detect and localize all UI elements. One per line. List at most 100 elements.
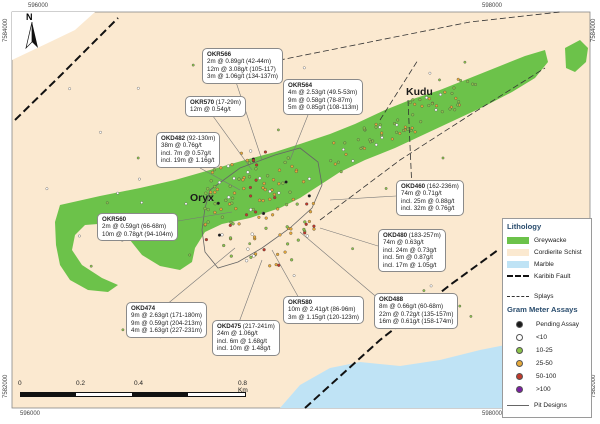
callout-okd460: OKD460 (162-236m) 74m @ 0.71g/t incl. 25… <box>396 180 464 216</box>
drill-collar <box>264 226 268 230</box>
drill-collar <box>249 149 253 153</box>
drill-collar <box>448 107 452 111</box>
drill-collar <box>341 148 345 151</box>
legend-label: 50-100 <box>536 372 557 380</box>
legend-label: <10 <box>536 333 548 341</box>
callout-okd475: OKD475 (217-241m) 24m @ 1.06g/t incl. 6m… <box>212 320 280 356</box>
drill-collar <box>212 168 216 172</box>
drill-collar <box>419 120 423 124</box>
callout-line: 10m @ 2.41g/t (86-96m) <box>288 306 356 314</box>
callout-title: OKR570 <box>190 99 215 106</box>
drill-collar <box>398 131 402 135</box>
north-arrow-icon <box>25 22 38 50</box>
drill-collar <box>411 113 415 117</box>
greywacke-swatch <box>507 236 529 244</box>
drill-collar <box>395 130 399 134</box>
drill-collar <box>439 93 442 97</box>
drill-collar <box>408 100 412 104</box>
drill-collar <box>245 259 249 263</box>
drill-collar <box>443 90 447 94</box>
callout-okd474: OKD474 9m @ 2.63g/t (171-180m) 9m @ 0.59… <box>126 302 207 338</box>
drill-collar <box>459 79 463 82</box>
drill-collar <box>277 191 281 195</box>
drill-collar <box>312 227 316 231</box>
drill-collar <box>263 188 267 192</box>
callout-line: 9m @ 0.59g/t (204-213m) <box>131 319 202 327</box>
drill-collar <box>286 242 290 246</box>
drill-collar <box>343 141 347 145</box>
drill-collar <box>285 203 289 207</box>
drill-collar <box>213 202 217 206</box>
callout-line: 5m @ 0.85g/t (108-113m) <box>288 104 359 112</box>
splay-3 <box>407 99 413 191</box>
drill-collar <box>413 130 417 134</box>
drill-collar <box>288 190 292 194</box>
drill-collar <box>246 247 250 251</box>
drill-collar <box>295 202 299 206</box>
coord-bottom-right: 598000 <box>482 411 503 417</box>
drill-collar <box>351 247 354 251</box>
drill-collar <box>286 156 290 160</box>
callout-line: 2m @ 0.89g/t (42-44m) <box>207 58 272 66</box>
splay-swatch <box>507 295 529 297</box>
drill-collar <box>234 207 238 211</box>
drill-collar <box>368 138 372 142</box>
drill-collar <box>393 122 397 125</box>
legend-splays: Splays <box>507 291 554 301</box>
drill-collar <box>302 180 306 184</box>
callout-leader <box>319 227 379 247</box>
drill-collar <box>362 126 366 130</box>
drill-collar <box>231 196 235 200</box>
drill-collar <box>219 207 223 211</box>
north-label: N <box>26 12 33 22</box>
drill-collar <box>246 170 250 174</box>
callout-line: incl. 10m @ 1.48g/t <box>217 345 271 353</box>
legend-label: Greywacke <box>534 236 567 244</box>
unmapped-area-top-left <box>12 12 95 60</box>
callout-interval: (92-130m) <box>185 135 216 142</box>
drill-collar <box>184 202 188 206</box>
drill-collar <box>272 192 276 197</box>
drill-collar <box>213 185 217 189</box>
callout-okd488: OKD488 8m @ 0.66g/t (60-68m) 22m @ 0.72g… <box>374 293 459 329</box>
scale-bar: 0 0.2 0.4 0.8 Km <box>16 380 256 402</box>
drill-collar <box>307 177 311 181</box>
callout-line: 22m @ 0.72g/t (135-157m) <box>379 310 454 318</box>
callout-title: OKR560 <box>102 216 127 223</box>
drill-collar <box>254 252 258 256</box>
drill-collar <box>336 160 340 164</box>
drill-collar <box>99 130 102 134</box>
legend-assays-title: Gram Meter Assays <box>507 305 578 314</box>
drill-collar <box>231 222 235 226</box>
legend-greywacke: Greywacke <box>507 235 567 245</box>
callout-interval: (162-236m) <box>425 183 459 190</box>
drill-collar <box>244 213 249 217</box>
drill-collar <box>210 170 215 174</box>
drill-collar <box>290 164 294 168</box>
callout-line: 24m @ 1.06g/t <box>217 330 258 338</box>
drill-collar <box>268 264 272 268</box>
zone-label-oryx: Oryx <box>190 192 214 204</box>
drill-collar <box>227 195 231 199</box>
drill-collar <box>457 100 461 104</box>
drill-collar <box>277 128 280 132</box>
drill-collar <box>453 108 457 112</box>
callout-okd482: OKD482 (92-130m) 38m @ 0.76g/t incl. 7m … <box>156 132 221 168</box>
legend-label: Karibib Fault <box>534 272 571 280</box>
drill-collar <box>418 98 422 102</box>
drill-collar <box>305 234 309 238</box>
drill-collar <box>262 248 266 252</box>
drill-collar <box>427 104 431 107</box>
legend-label: Cordierite Schist <box>534 248 582 256</box>
callout-interval: (17-29m) <box>214 99 241 106</box>
drill-collar <box>191 63 195 67</box>
legend-50-100: 50-100 <box>507 371 556 381</box>
drill-collar <box>395 123 399 127</box>
drill-collar <box>474 83 477 86</box>
callout-okr560: OKR560 2m @ 0.59g/t (66-68m) 10m @ 0.78g… <box>97 213 178 242</box>
drill-collar <box>329 159 333 163</box>
drill-collar <box>285 225 289 229</box>
callout-title: OKR580 <box>288 299 313 306</box>
drill-collar <box>206 208 210 212</box>
drill-collar <box>434 108 438 112</box>
